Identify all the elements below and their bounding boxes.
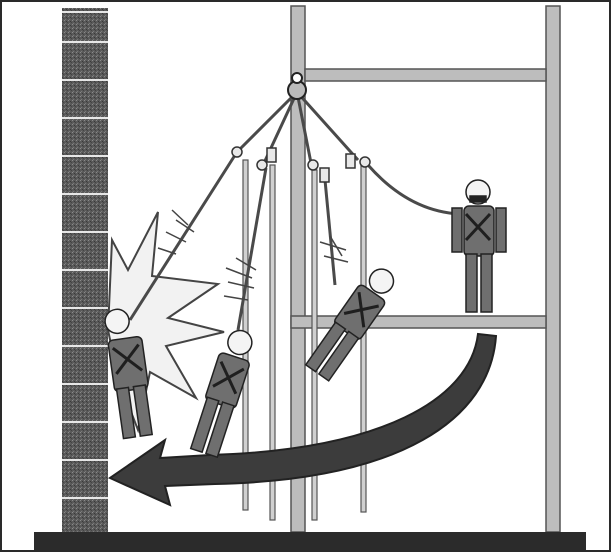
steel-column-right: [546, 6, 560, 532]
brick-wall: [62, 8, 108, 536]
platform-floor: [291, 316, 546, 328]
worker-standing-on-platform: [452, 180, 506, 312]
steel-beam-upper: [305, 69, 546, 81]
ground: [34, 532, 586, 550]
